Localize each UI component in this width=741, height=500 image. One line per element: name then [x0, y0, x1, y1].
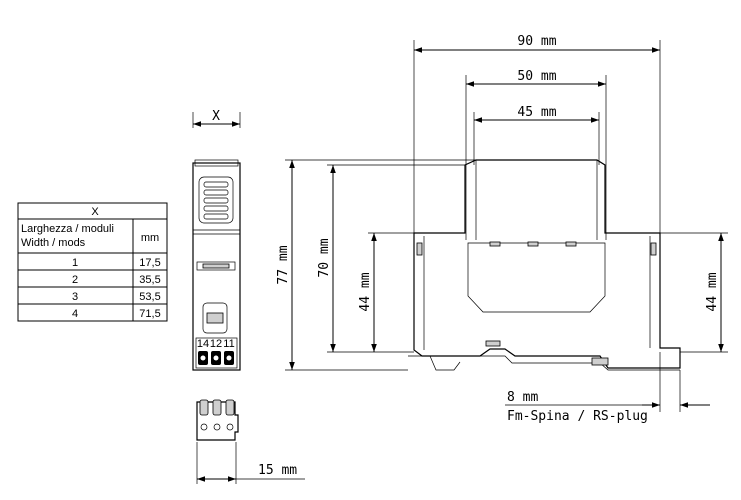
table-row-mods: 1 [72, 257, 78, 269]
front-switch-icon [202, 302, 228, 334]
terminal-label: 12 [210, 338, 222, 350]
dim-44-right-label: 44 mm [705, 272, 720, 311]
dim-77-label: 77 mm [276, 245, 291, 284]
table-row-mods: 4 [72, 308, 78, 320]
table-row-mm: 17,5 [139, 257, 160, 269]
terminal-label: 11 [223, 338, 234, 350]
plug-view: 15 mm [196, 399, 305, 484]
table-row-mm: 53,5 [139, 291, 160, 303]
dim-90-label: 90 mm [517, 34, 556, 49]
dim-70-label: 70 mm [317, 238, 332, 277]
front-view: X 14 12 11 [192, 109, 241, 371]
dim-44-left-label: 44 mm [358, 272, 373, 311]
terminal-label: 14 [197, 338, 209, 350]
side-view: 90 mm 50 mm 45 mm 77 mm 70 mm 44 mm 44 m… [276, 34, 728, 424]
table-title: X [91, 206, 99, 218]
dim-50-label: 50 mm [517, 69, 556, 84]
plug-width-label: 15 mm [258, 463, 297, 478]
side-device-outline [413, 159, 681, 369]
table-row-mods: 2 [72, 274, 78, 286]
dim-45-label: 45 mm [517, 105, 556, 120]
front-width-label: X [212, 109, 220, 124]
width-table: X Larghezza / moduli Width / mods mm 1 1… [17, 202, 168, 322]
table-row-mods: 3 [72, 291, 78, 303]
plug-note: Fm-Spina / RS-plug [507, 409, 648, 424]
table-header-unit: mm [141, 232, 159, 244]
table-header-width-line2: Width / mods [21, 237, 86, 249]
table-header-width-line1: Larghezza / moduli [21, 223, 114, 235]
dim-8-label: 8 mm [507, 390, 538, 405]
table-row-mm: 35,5 [139, 274, 160, 286]
table-row-mm: 71,5 [139, 308, 160, 320]
